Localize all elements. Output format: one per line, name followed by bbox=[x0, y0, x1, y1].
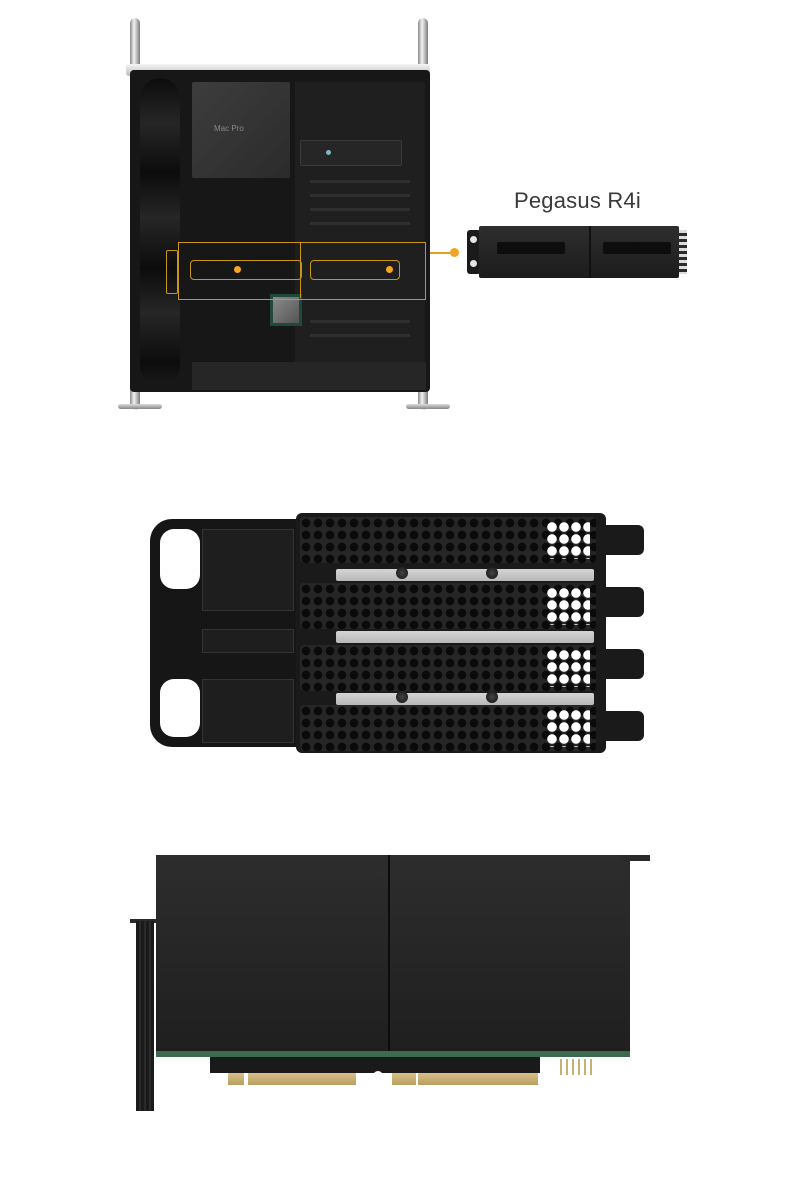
logic-board bbox=[295, 82, 425, 372]
vent-openings bbox=[546, 521, 590, 559]
vent-openings bbox=[546, 709, 590, 747]
left-foot bbox=[118, 404, 162, 409]
right-foot bbox=[406, 404, 450, 409]
power-supply: Mac Pro bbox=[192, 82, 290, 178]
pegasus-bracket-view-image bbox=[150, 513, 650, 753]
fan-column bbox=[140, 78, 180, 386]
vent-openings bbox=[546, 587, 590, 625]
pegasus-r4i-thumbnail bbox=[467, 226, 687, 278]
pegasus-highlight-box bbox=[178, 242, 426, 300]
edge-connector bbox=[248, 1073, 356, 1085]
bracket-tab bbox=[600, 649, 644, 679]
vent-edge bbox=[679, 230, 687, 274]
shroud-seam bbox=[388, 855, 390, 1053]
vent-grill bbox=[300, 583, 596, 629]
pegasus-card-side-image bbox=[130, 853, 652, 1113]
bracket-tab bbox=[600, 525, 644, 555]
bracket-tab bbox=[600, 587, 644, 617]
drive-enclosure bbox=[479, 226, 679, 278]
pcie-slot bbox=[310, 222, 410, 225]
pcie-slot bbox=[310, 180, 410, 183]
pcie-slot bbox=[310, 208, 410, 211]
highlight-marker bbox=[386, 266, 393, 273]
screw-hole bbox=[470, 260, 477, 267]
mounting-bracket bbox=[467, 230, 481, 274]
center-rail bbox=[202, 629, 294, 653]
drive-module bbox=[202, 529, 294, 611]
vent-grill bbox=[300, 645, 596, 691]
edge-connector bbox=[418, 1073, 538, 1085]
edge-connector bbox=[228, 1073, 244, 1085]
mac-pro-badge: Mac Pro bbox=[214, 124, 244, 133]
vent-openings bbox=[546, 649, 590, 687]
rear-tab bbox=[620, 855, 650, 861]
drive-bay bbox=[603, 242, 671, 254]
silver-strip bbox=[336, 693, 594, 705]
highlight-marker bbox=[234, 266, 241, 273]
drive-bay bbox=[497, 242, 565, 254]
drive-highlight-left bbox=[190, 260, 302, 280]
bracket-highlight bbox=[166, 250, 178, 294]
header-pins bbox=[560, 1059, 596, 1075]
frame-cutout bbox=[160, 529, 200, 589]
vent-grill bbox=[300, 705, 596, 751]
card-shroud bbox=[156, 855, 630, 1053]
screw bbox=[396, 567, 408, 579]
drive-highlight-right bbox=[310, 260, 400, 280]
frame-cutout bbox=[160, 679, 200, 737]
bottom-chassis-bar bbox=[192, 362, 426, 390]
mac-pro-interior: Mac Pro bbox=[130, 70, 430, 392]
status-led bbox=[326, 150, 331, 155]
pcie-slot bbox=[310, 194, 410, 197]
pcie-bracket-plate bbox=[296, 513, 606, 753]
pcie-slot bbox=[310, 334, 410, 337]
callout-dot bbox=[450, 248, 459, 257]
mac-pro-chassis-image: Mac Pro bbox=[118, 18, 450, 410]
bracket-tab bbox=[600, 711, 644, 741]
pcie-slot bbox=[310, 320, 410, 323]
io-card bbox=[300, 140, 402, 166]
board-underside bbox=[210, 1057, 540, 1073]
callout-line bbox=[430, 252, 452, 254]
drive-carrier-frame bbox=[150, 519, 300, 747]
highlight-divider bbox=[300, 242, 301, 298]
circuit-board bbox=[156, 1051, 630, 1057]
screw bbox=[486, 691, 498, 703]
screw bbox=[486, 567, 498, 579]
silver-strip bbox=[336, 631, 594, 643]
key-notch bbox=[373, 1071, 383, 1081]
screw bbox=[396, 691, 408, 703]
product-label: Pegasus R4i bbox=[514, 188, 641, 213]
silver-strip bbox=[336, 569, 594, 581]
screw-hole bbox=[470, 236, 477, 243]
pcie-bracket bbox=[136, 921, 154, 1111]
drive-module bbox=[202, 679, 294, 743]
edge-connector bbox=[392, 1073, 416, 1085]
bay-divider bbox=[589, 226, 591, 278]
vent-grill bbox=[300, 517, 596, 563]
